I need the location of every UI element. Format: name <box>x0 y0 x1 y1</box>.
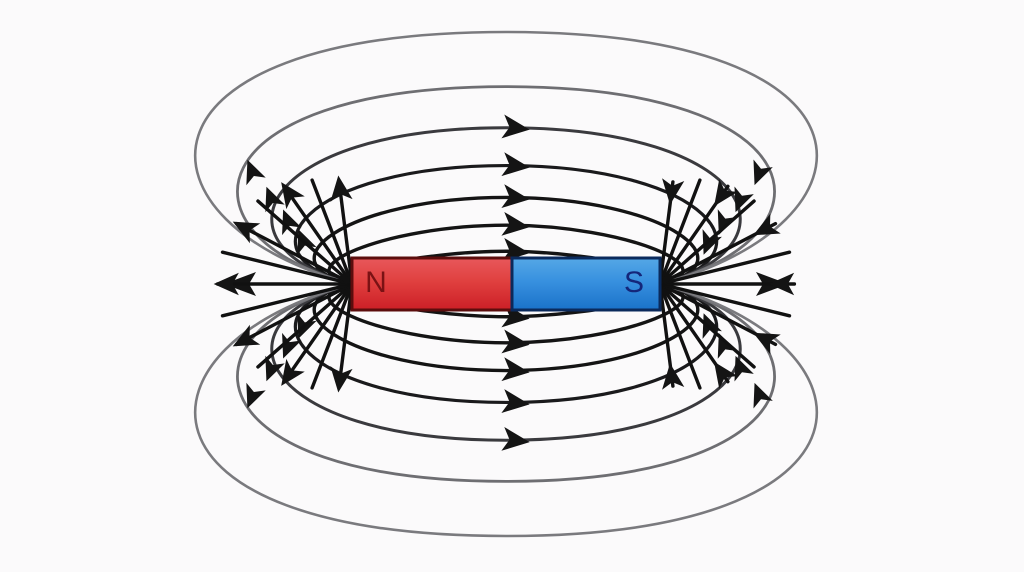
north-pole-fan-ray-6 <box>220 282 354 318</box>
south-pole-fan-ray-4 <box>658 282 756 369</box>
field-loop-7 <box>193 30 819 538</box>
field-loop-6 <box>236 85 776 483</box>
field-loop-2 <box>327 211 685 354</box>
field-line-loop-3-bottom <box>312 282 700 373</box>
bar-magnet[interactable]: N S <box>350 256 662 312</box>
field-loop-3 <box>312 184 700 382</box>
field-line-loop-6-top <box>236 85 776 286</box>
south-pole-fan-arrow-11 <box>714 179 738 207</box>
north-pole-fan-ray-2 <box>310 282 354 390</box>
field-line-loop-3-top <box>312 195 700 286</box>
field-line-loop-5-bottom <box>270 282 742 442</box>
field-loop-4 <box>293 152 719 414</box>
north-pole-fan-ray-1 <box>337 282 354 388</box>
north-pole-fan-arrow-11 <box>281 182 305 210</box>
north-pole-fan-ray-12 <box>310 178 354 286</box>
field-line-loop-4-top <box>293 163 719 286</box>
arrowhead-flank-left-loop-5 <box>246 382 266 409</box>
pole-fan-layer <box>213 175 797 393</box>
arrowhead-loop-3-bottom <box>501 357 530 382</box>
north-pole-fan-ray-3 <box>282 282 354 384</box>
north-pole-fan-arrow-3 <box>281 358 305 386</box>
arrowhead-flank-left-loop-4 <box>265 186 285 213</box>
north-pole-fan-ray-8 <box>220 250 354 286</box>
south-pole-fan-arrow-7 <box>768 272 795 296</box>
arrowhead-flank-right-loop-2 <box>702 229 722 255</box>
south-pole-fan-ray-10 <box>658 199 756 286</box>
arrowhead-flank-right-loop-4 <box>734 186 754 213</box>
field-line-loop-2-top <box>327 223 685 286</box>
north-pole-fan-ray-13 <box>337 180 354 286</box>
south-pole-fan-arrow-5 <box>753 332 781 355</box>
south-pole-fan-arrow-1 <box>662 363 685 390</box>
arrowhead-flank-right-loop-5 <box>753 382 773 409</box>
arrowhead-loop-3-top <box>501 184 530 209</box>
field-loop-5 <box>270 114 742 451</box>
north-pole-fan-ray-5 <box>234 282 354 347</box>
south-pole-fan-ray-12 <box>658 178 702 286</box>
south-pole-label: S <box>624 266 644 299</box>
north-pole-fan-ray-10 <box>256 199 354 286</box>
arrowhead-loop-5-top <box>501 114 530 139</box>
south-pole[interactable] <box>510 256 662 312</box>
field-line-loop-5-top <box>270 126 742 286</box>
north-pole-fan-arrow-1 <box>330 366 353 393</box>
north-pole-fan-ray-4 <box>256 282 354 369</box>
arrowhead-loop-5-bottom <box>501 426 530 451</box>
north-pole-fan-arrow-9 <box>232 221 261 244</box>
south-pole-fan-arrow-13 <box>662 178 685 205</box>
field-line-loop-2-bottom <box>327 282 685 345</box>
arrowhead-loop-4-top <box>501 152 530 177</box>
field-loops-layer <box>193 30 819 538</box>
north-pole-fan-ray-11 <box>282 184 354 286</box>
field-line-loop-7-bottom <box>193 282 819 538</box>
arrowhead-flank-right-loop-5 <box>753 159 773 186</box>
south-pole-fan-ray-8 <box>658 250 792 286</box>
field-line-loop-4-bottom <box>293 282 719 405</box>
north-pole-fan <box>215 178 354 390</box>
field-line-loop-7-top <box>193 30 819 286</box>
south-pole-fan-ray-2 <box>658 282 702 390</box>
arrowhead-flank-right-loop-4 <box>734 355 754 382</box>
north-pole-label: N <box>365 266 387 299</box>
arrowhead-flank-left-loop-4 <box>265 355 285 382</box>
south-pole-fan-arrow-3 <box>714 361 738 389</box>
arrowhead-loop-1-top <box>501 237 530 262</box>
south-pole-fan-arrow-9 <box>753 213 781 236</box>
north-pole-fan-ray-9 <box>234 221 354 286</box>
arrowhead-loop-4-bottom <box>501 389 530 414</box>
field-line-loop-6-bottom <box>236 282 776 483</box>
arrowhead-flank-right-loop-2 <box>702 313 722 339</box>
north-pole-fan-arrow-7 <box>213 272 239 296</box>
north-pole-fan-arrow-13 <box>330 175 353 202</box>
north-pole-fan-arrow-5 <box>232 324 261 347</box>
arrowhead-flank-left-loop-5 <box>246 159 266 186</box>
south-pole-fan-ray-6 <box>658 282 792 318</box>
arrowhead-loop-2-top <box>501 211 530 236</box>
arrowhead-loop-2-bottom <box>501 329 530 354</box>
